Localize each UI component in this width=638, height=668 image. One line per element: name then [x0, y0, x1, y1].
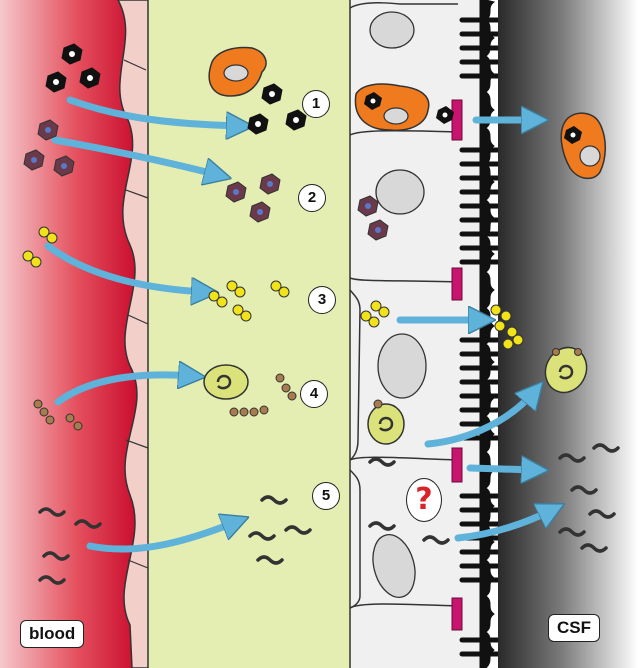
cyst-icon — [203, 346, 588, 445]
unknown-mechanism-marker: ? — [406, 478, 442, 522]
endothelial-seams — [123, 59, 149, 569]
virus-icon — [45, 43, 307, 135]
arrow-icon — [44, 96, 552, 553]
step-5-marker: 5 — [312, 482, 340, 510]
epithelial-nuclei — [369, 11, 427, 598]
step-3-marker: 3 — [308, 286, 336, 314]
step-4-marker: 4 — [300, 380, 328, 408]
parasite-icon — [23, 119, 389, 241]
fungi-icon — [33, 348, 582, 431]
microvilli — [479, 0, 496, 668]
bacteria-icon — [22, 226, 524, 350]
csf-label: CSF — [548, 614, 600, 642]
spirochete-icon — [38, 443, 620, 585]
blood-label: blood — [20, 620, 85, 648]
step-2-marker: 2 — [298, 184, 326, 212]
infected-cell-icon — [208, 46, 606, 180]
epithelial-cell-borders — [349, 0, 461, 668]
csf-region — [498, 0, 638, 668]
step-1-marker: 1 — [302, 90, 330, 118]
